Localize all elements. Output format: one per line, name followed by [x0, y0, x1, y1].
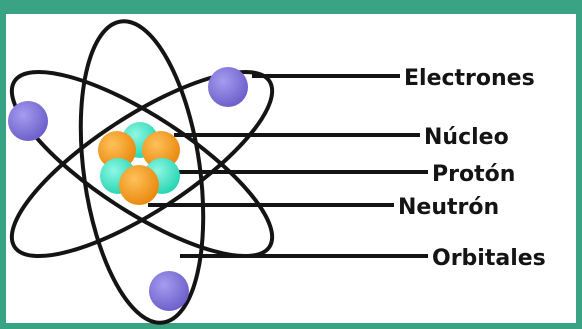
label-orbitals: Orbitales — [432, 246, 546, 271]
orbit-tilted-right — [9, 69, 275, 259]
electrons — [8, 67, 248, 311]
pointer-lines — [148, 74, 428, 258]
proton — [98, 131, 136, 169]
electron-left — [8, 101, 48, 141]
label-neutron: Neutrón — [398, 195, 499, 220]
label-proton: Protón — [432, 162, 515, 187]
electron-bottom — [149, 271, 189, 311]
diagram-canvas — [6, 14, 576, 323]
orbit-tilted-left — [9, 69, 275, 259]
label-electrons: Electrones — [404, 66, 535, 91]
proton — [119, 165, 159, 205]
nucleus — [98, 122, 180, 205]
orbitals — [9, 19, 275, 325]
label-nucleus: Núcleo — [424, 125, 509, 150]
electron-top-right — [208, 67, 248, 107]
proton — [142, 131, 180, 169]
